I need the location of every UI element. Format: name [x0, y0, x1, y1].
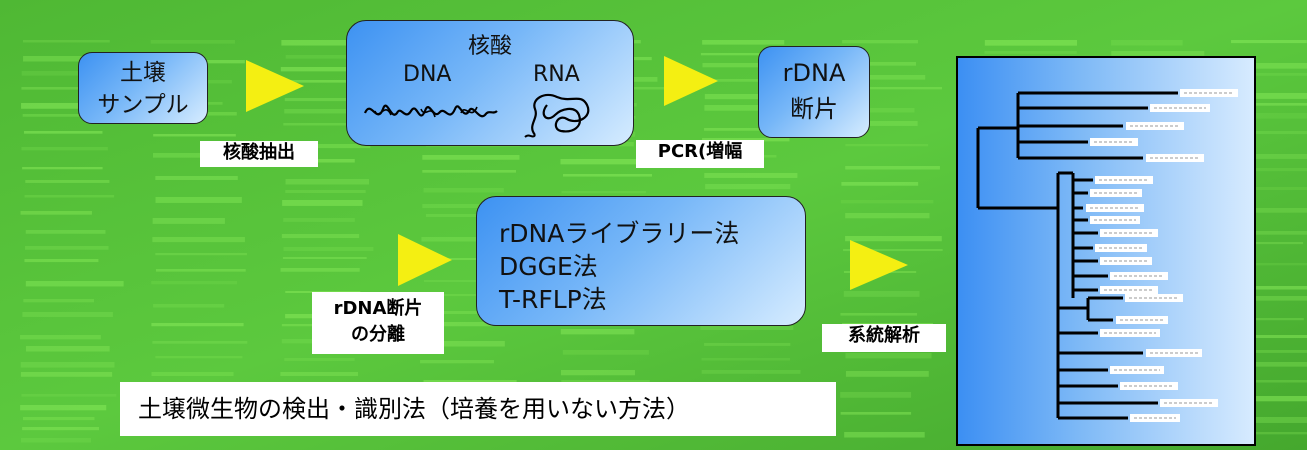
label-rdna-fragment-separation: rDNA断片 の分離 — [312, 292, 444, 354]
label-nucleic-acid-extraction: 核酸抽出 — [200, 141, 318, 167]
label-phylogenetic-analysis: 系統解析 — [822, 324, 946, 352]
soil-sample-box: 土壌 サンプル — [78, 52, 208, 124]
soil-sample-line-2: サンプル — [97, 92, 189, 118]
method-t-rflp: T-RFLP法 — [499, 285, 607, 314]
arrow-1-icon — [246, 60, 304, 112]
rna-label: RNA — [533, 62, 580, 87]
rdna-fragment-box: rDNA 断片 — [758, 46, 870, 138]
rdna-fragment-line-2: 断片 — [790, 95, 838, 123]
dna-label: DNA — [403, 62, 452, 87]
phylogenetic-tree-panel — [956, 56, 1256, 446]
soil-sample-line-1: 土壌 — [120, 60, 166, 86]
arrow-4-icon — [850, 240, 908, 290]
dna-strand-icon — [363, 104, 498, 118]
separation-line-1: rDNA断片 — [333, 298, 423, 319]
phylogenetic-tree-graphic — [976, 89, 1238, 422]
diagram-caption: 土壌微生物の検出・識別法（培養を用いない方法） — [120, 382, 836, 436]
nucleic-acid-title: 核酸 — [467, 34, 512, 59]
arrow-2-icon — [664, 56, 718, 106]
method-dgge: DGGE法 — [499, 252, 598, 281]
nucleic-acid-box: 核酸 DNA RNA — [346, 20, 634, 146]
methods-box: rDNAライブラリー法 DGGE法 T-RFLP法 — [476, 196, 806, 326]
rna-strand-icon — [524, 93, 590, 138]
label-pcr-amplification: PCR(増幅 — [636, 140, 764, 168]
rdna-fragment-line-1: rDNA — [782, 59, 846, 87]
arrow-3-icon — [398, 234, 452, 286]
leaf-label-box — [1146, 349, 1202, 357]
method-rdna-library: rDNAライブラリー法 — [499, 219, 740, 248]
separation-line-2: の分離 — [351, 324, 405, 345]
